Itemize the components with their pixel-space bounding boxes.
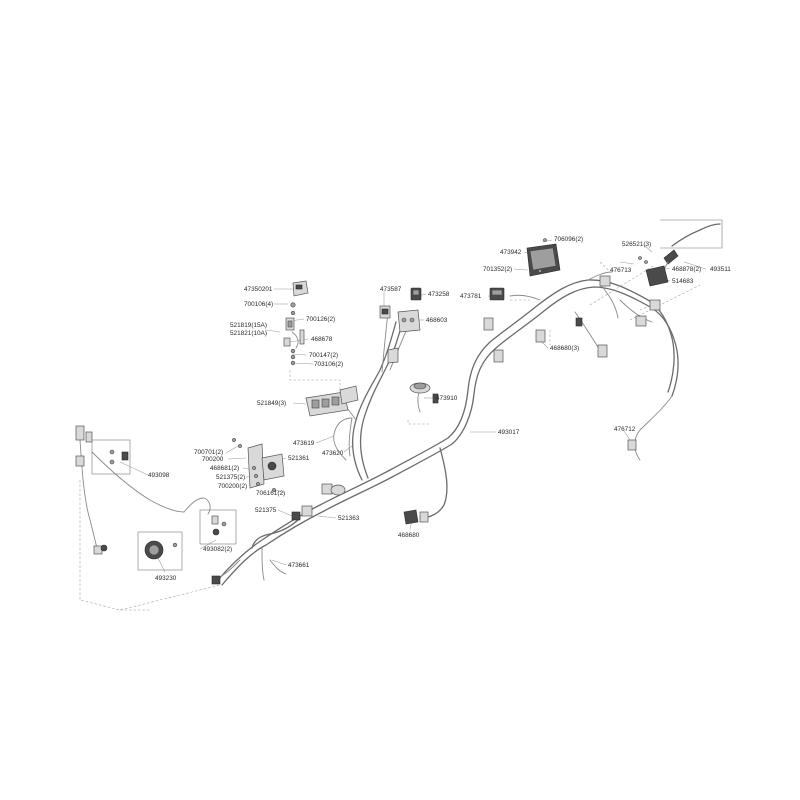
connectors-468680-3: [483, 317, 608, 363]
label-706161-2: 706161(2): [256, 490, 285, 497]
cable-493511: [655, 219, 723, 281]
label-493230: 493230: [155, 575, 177, 582]
label-521361: 521361: [288, 455, 310, 462]
label-473587: 473587: [380, 286, 402, 293]
connector-473587: [379, 305, 391, 319]
panel-468603: [387, 309, 421, 364]
label-493098: 493098: [148, 472, 170, 479]
label-473942: 473942: [500, 249, 522, 256]
label-468603: 468603: [426, 317, 448, 324]
label-700200-2: 700200(2): [218, 483, 247, 490]
component-514683: [599, 256, 669, 327]
connector-476712: [627, 439, 637, 451]
label-526521-3: 526521(3): [622, 241, 651, 248]
main-harness-493017: [79, 271, 679, 586]
label-468678: 468678: [311, 336, 333, 343]
label-473781: 473781: [460, 293, 482, 300]
fuse-box-cover: [292, 280, 309, 297]
label-521375: 521375: [255, 507, 277, 514]
label-493511: 493511: [710, 266, 731, 273]
label-700106-4: 700106(4): [244, 301, 273, 308]
label-521375-2: 521375(2): [216, 474, 245, 481]
label-521819-15a: 521819(15A): [230, 322, 267, 329]
gauge-493230: [137, 531, 183, 571]
label-468680-3: 468680(3): [550, 345, 579, 352]
fasteners-493082: [199, 509, 237, 545]
label-700126-2: 700126(2): [306, 316, 335, 323]
part-labels: 47350201 700106(4) 700126(2) 521819(15A)…: [148, 236, 731, 582]
label-493082-2: 493082(2): [203, 546, 232, 553]
label-476713: 476713: [610, 267, 632, 274]
label-514683: 514683: [672, 278, 694, 285]
label-706096-2: 706096(2): [554, 236, 583, 243]
label-473910: 473910: [436, 395, 458, 402]
label-703106-2: 703106(2): [314, 361, 343, 368]
connector-473661: [211, 575, 221, 585]
label-700200: 700200: [202, 456, 224, 463]
label-473620: 473620: [322, 450, 344, 457]
switch-473781: [489, 287, 505, 301]
label-468681-2: 468681(2): [210, 465, 239, 472]
label-700147-2: 700147(2): [309, 352, 338, 359]
label-521821-10a: 521821(10A): [230, 330, 267, 337]
module-473942: [526, 238, 561, 277]
label-47350201: 47350201: [244, 286, 273, 293]
label-521849-3: 521849(3): [257, 400, 286, 407]
label-476712: 476712: [614, 426, 636, 433]
connectors-521363: [291, 483, 346, 521]
fuse-stack: [283, 302, 305, 366]
switch-473258: [410, 287, 422, 301]
label-493017: 493017: [498, 429, 520, 436]
connector-468680: [403, 509, 429, 525]
label-468878-2: 468878(2): [672, 266, 701, 273]
label-521363: 521363: [338, 515, 360, 522]
label-701352-2: 701352(2): [483, 266, 512, 273]
label-473258: 473258: [428, 291, 450, 298]
label-700701-2: 700701(2): [194, 449, 223, 456]
relay-cluster: [305, 385, 359, 417]
label-468680: 468680: [398, 532, 420, 539]
label-473661: 473661: [288, 562, 310, 569]
label-473619: 473619: [293, 440, 315, 447]
harness-493098: [75, 425, 131, 555]
switch-473910: [409, 382, 439, 404]
bracket-521361: [232, 438, 285, 492]
